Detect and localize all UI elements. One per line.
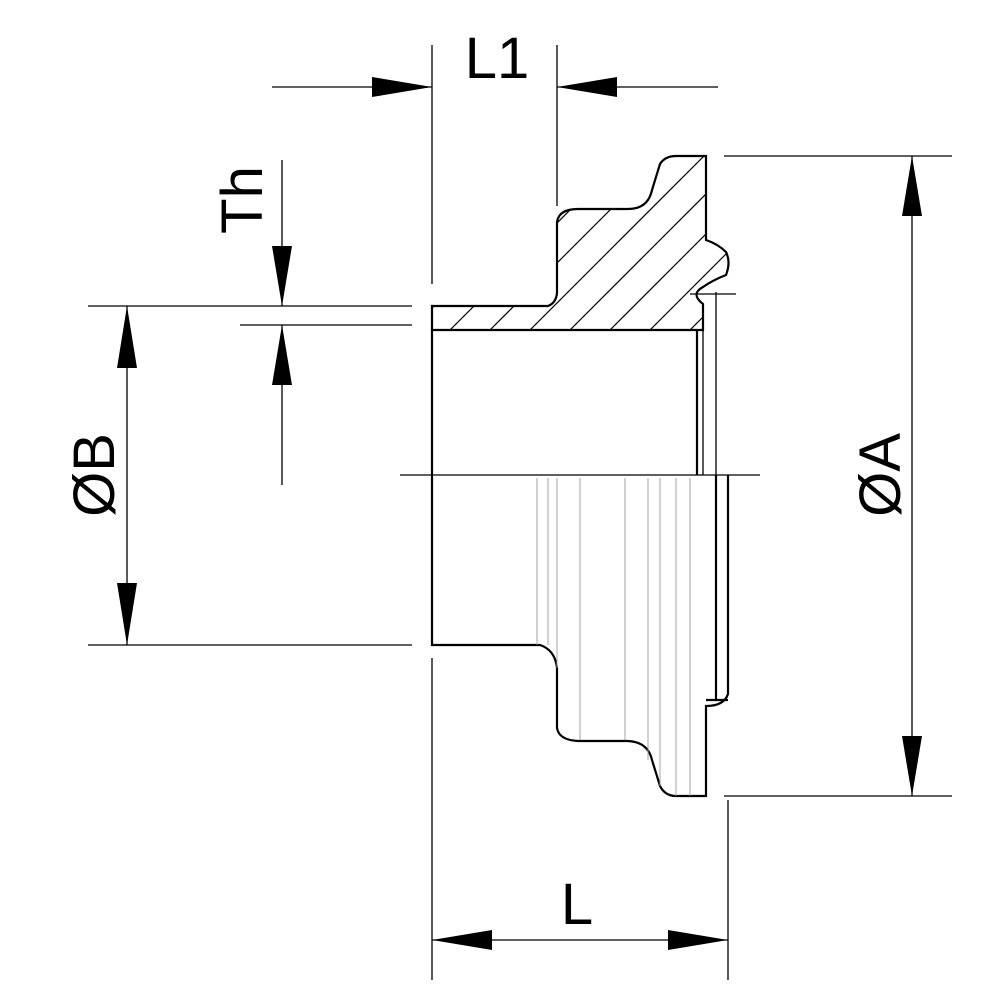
label-diameter-a: ØA [848, 433, 913, 517]
dimension-diameter-b: ØB [62, 306, 137, 645]
part-outline [430, 154, 736, 798]
label-th: Th [210, 166, 275, 234]
dimension-l1: L1 [272, 26, 718, 97]
section-hatching [432, 156, 729, 330]
dimension-l: L [432, 872, 728, 950]
extension-lines [88, 45, 952, 980]
dimension-th: Th [210, 160, 292, 485]
lower-outline [430, 475, 730, 798]
dimension-diameter-a: ØA [848, 156, 922, 796]
label-l1: L1 [465, 26, 530, 91]
label-l: L [561, 872, 593, 937]
label-diameter-b: ØB [62, 433, 127, 517]
section-outline [430, 154, 730, 332]
